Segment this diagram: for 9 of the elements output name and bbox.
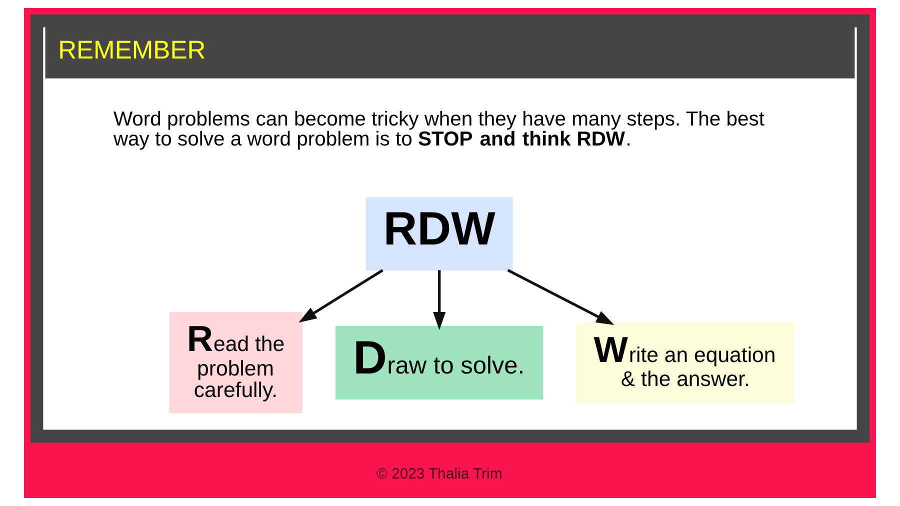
arrow <box>433 270 446 330</box>
arrow <box>298 269 384 323</box>
arrow <box>507 269 614 326</box>
node-box: Read the problem carefully. <box>169 312 302 414</box>
node-box: RDW <box>366 197 513 271</box>
node-box: Write an equation & the answer. <box>576 322 795 403</box>
label: Word problems can become tricky when they have many steps. The best way to solve a word problem is to STOP and think RDW. <box>113 108 765 151</box>
node-box: Draw to solve. <box>336 326 544 400</box>
label: © 2023 Thalia Trim <box>376 466 502 482</box>
